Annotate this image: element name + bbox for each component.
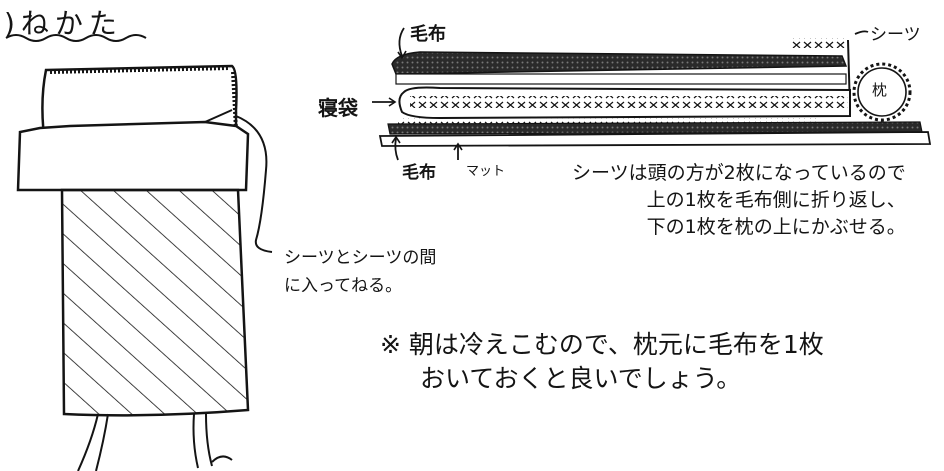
top-blanket-layer (391, 51, 848, 75)
label-pillow: 枕 (872, 81, 888, 99)
page-title: )ねかた (4, 7, 123, 40)
note-left-line: シーツとシーツの間 (284, 248, 437, 268)
note-sheets-instructions: シーツは頭の方が2枚になっているので 上の1枚を毛布側に折り返し、 下の1枚を枕… (572, 160, 906, 241)
label-top-blanket: 毛布 (410, 24, 446, 45)
note-morning-tip: ※ 朝は冷えこむので、枕元に毛布を1枚 おいておくと良いでしょう。 (380, 328, 824, 396)
label-sleeping-bag: 寝袋 (318, 96, 358, 120)
note-right-line: 下の1枚を枕の上にかぶせる。 (646, 216, 906, 238)
bag-body (60, 188, 250, 417)
note-left-line: に入ってねる。 (284, 276, 403, 296)
label-sheets: シーツ (870, 25, 921, 45)
title-underline (5, 34, 147, 42)
cross-section-figure (372, 27, 932, 161)
sheet-fold (16, 120, 250, 192)
pillow-cross-section (852, 62, 912, 122)
sheet-flap (790, 38, 848, 48)
note-bottom-line: ※ 朝は冷えこむので、枕元に毛布を1枚 (380, 330, 824, 359)
label-mat: マット (466, 164, 506, 179)
note-bottom-line: おいておくと良いでしょう。 (420, 364, 742, 393)
leader-line-left (235, 115, 273, 253)
note-sleep-between-sheets: シーツとシーツの間 に入ってねる。 (284, 244, 436, 300)
note-right-line: シーツは頭の方が2枚になっているので (572, 162, 906, 184)
note-right-line: 上の1枚を毛布側に折り返し、 (646, 189, 906, 211)
mat-layer (378, 131, 932, 147)
sleeping-bag-front-figure (16, 64, 273, 471)
label-bottom-blanket: 毛布 (402, 163, 436, 183)
